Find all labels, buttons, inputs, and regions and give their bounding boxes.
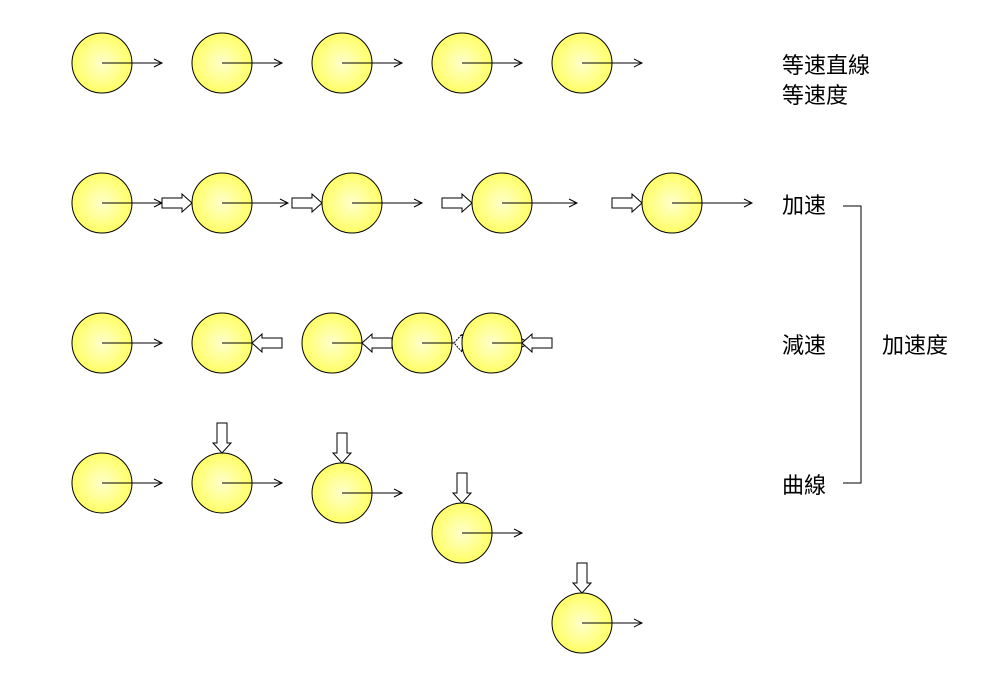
row-decelerate <box>71 312 553 374</box>
label-accelerate: 加速 <box>782 194 827 219</box>
velocity-arrow-icon <box>502 198 579 208</box>
velocity-arrow-icon <box>462 58 524 68</box>
velocity-arrow-icon <box>582 618 644 628</box>
acceleration-bracket <box>843 205 862 484</box>
velocity-arrow-icon <box>342 488 404 498</box>
velocity-arrow-icon <box>462 528 524 538</box>
force-arrow-icon <box>291 192 323 214</box>
velocity-arrow-icon <box>102 58 164 68</box>
velocity-arrow-icon <box>222 58 284 68</box>
velocity-arrow-icon <box>342 58 404 68</box>
label-uniform-line: 等速直線 <box>782 54 871 79</box>
row-accelerate <box>71 172 754 234</box>
force-arrow-icon <box>211 422 233 454</box>
force-arrow-icon <box>521 332 553 354</box>
velocity-arrow-icon <box>222 198 290 208</box>
force-arrow-icon <box>451 472 473 504</box>
force-arrow-icon <box>441 192 473 214</box>
force-arrow-icon <box>161 192 193 214</box>
label-acceleration: 加速度 <box>882 334 949 359</box>
force-arrow-icon <box>611 192 643 214</box>
force-arrow-icon <box>361 332 393 354</box>
velocity-arrow-icon <box>222 478 284 488</box>
label-decelerate: 減速 <box>782 334 827 359</box>
velocity-arrow-icon <box>352 198 424 208</box>
velocity-arrow-icon <box>102 478 164 488</box>
force-arrow-icon <box>571 562 593 594</box>
label-uniform-velocity: 等速度 <box>782 84 849 109</box>
velocity-arrow-icon <box>582 58 644 68</box>
row-curve <box>71 422 644 654</box>
force-arrow-icon <box>331 432 353 464</box>
label-curve: 曲線 <box>782 474 827 499</box>
velocity-arrow-icon <box>672 198 754 208</box>
row-uniform <box>71 32 644 94</box>
velocity-arrow-icon <box>102 338 164 348</box>
force-arrow-icon <box>251 332 283 354</box>
